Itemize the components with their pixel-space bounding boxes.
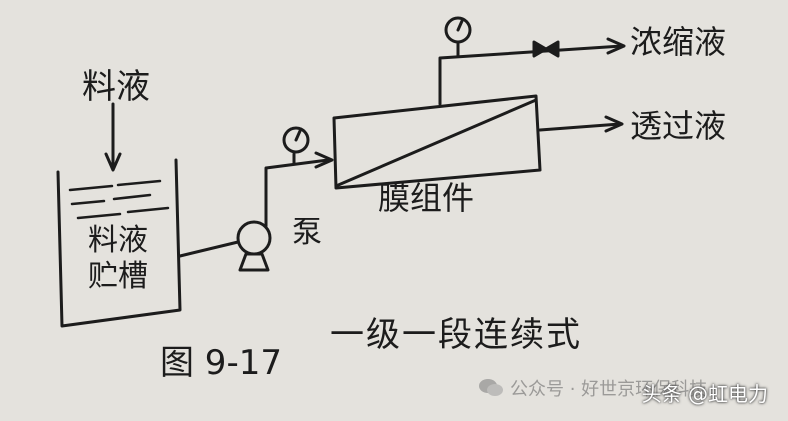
figure-number: 图 9-17 [160, 343, 282, 383]
wechat-icon [479, 379, 503, 396]
tank-label-line1: 料液 [88, 223, 148, 258]
liquid-surface-marks [68, 179, 170, 220]
pump-symbol [236, 220, 272, 272]
wechat-watermark: 公众号 · 好世京环保科技 [478, 374, 707, 402]
pipe-tank-to-pump [178, 240, 240, 258]
wechat-watermark-text: 公众号 · 好世京环保科技 [510, 379, 708, 400]
permeate-line [538, 115, 624, 133]
membrane-module [332, 94, 542, 190]
storage-tank [56, 158, 182, 328]
concentrate-line [438, 37, 626, 106]
feed-arrow [104, 102, 122, 172]
tank-label-line2: 贮槽 [88, 259, 148, 294]
feed-label: 料液 [82, 67, 150, 107]
toutiao-watermark: 头条 @虹电力 [641, 382, 768, 406]
figure-title: 一级一段连续式 [330, 315, 582, 355]
pipe-pump-to-module [264, 151, 334, 228]
membrane-module-label: 膜组件 [378, 179, 475, 217]
outlet-pressure-gauge [444, 16, 472, 58]
concentrate-label: 浓缩液 [630, 23, 727, 61]
pump-label: 泵 [292, 215, 322, 250]
permeate-label: 透过液 [630, 107, 727, 145]
concentrate-valve [532, 40, 560, 58]
inlet-pressure-gauge [282, 126, 310, 154]
